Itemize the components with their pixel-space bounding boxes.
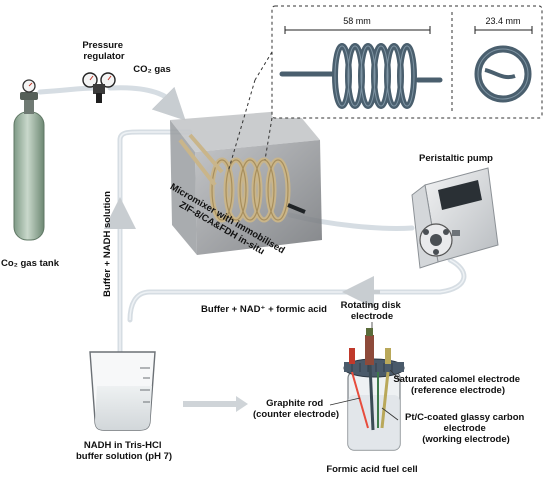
nadh-beaker-icon — [89, 351, 156, 431]
co2-flow-arrow — [151, 86, 186, 121]
peristaltic-pump-icon — [411, 167, 499, 269]
transfer-arrowhead — [236, 396, 248, 412]
beaker-caption: NADH in Tris-HCl buffer solution (pH 7) — [76, 440, 172, 462]
dimension-length-label: 58 mm — [343, 16, 371, 26]
micromixer-box — [170, 110, 322, 255]
fuel-cell-caption: Formic acid fuel cell — [326, 464, 417, 475]
co2-gas-tank-icon — [13, 79, 45, 241]
buffer-nadh-label: Buffer + NADH solution — [102, 191, 113, 297]
pressure-regulator-icon — [82, 72, 116, 103]
co2-gas-tank-label: Co₂ gas tank — [1, 258, 60, 269]
buffer-nad-formic-label: Buffer + NAD⁺ + formic acid — [201, 304, 327, 315]
rotating-disk-label: Rotating disk electrode — [341, 300, 404, 322]
tank-to-regulator-tube — [37, 85, 99, 95]
dimension-diameter-label: 23.4 mm — [485, 16, 520, 26]
peristaltic-pump-label: Peristaltic pump — [419, 153, 493, 164]
co2-gas-tube — [107, 85, 183, 118]
graphite-rod-label: Graphite rod (counter electrode) — [253, 398, 339, 420]
pressure-regulator-label: Pressure regulator — [82, 40, 125, 62]
fuel-cell-icon — [329, 322, 405, 451]
ptc-electrode-label: Pt/C-coated glassy carbon electrode (wor… — [405, 412, 527, 445]
coil-inset — [227, 5, 543, 173]
calomel-electrode-label: Saturated calomel electrode (reference e… — [393, 374, 522, 396]
co2-gas-label: CO₂ gas — [133, 64, 170, 75]
